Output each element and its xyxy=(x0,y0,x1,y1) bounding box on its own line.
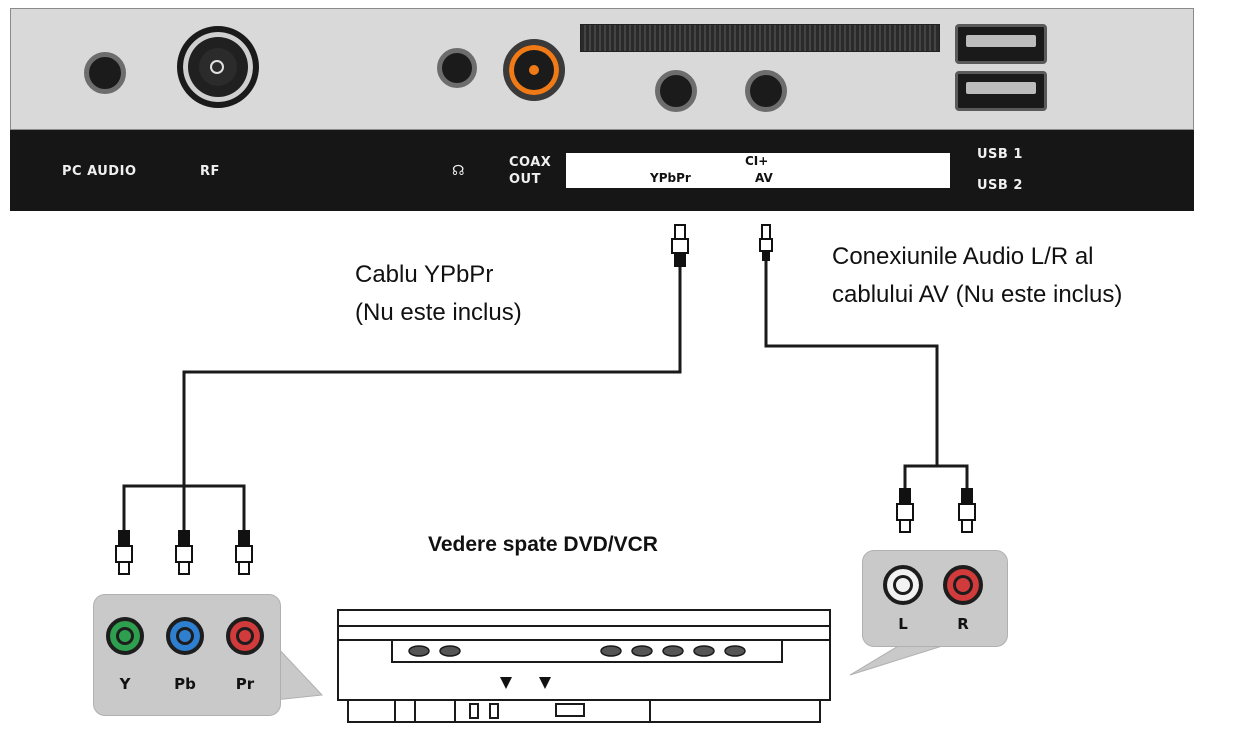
pr-jack xyxy=(226,617,264,655)
rf-pin xyxy=(210,60,224,74)
av-jack xyxy=(745,70,787,112)
r-jack-label: R xyxy=(957,615,969,633)
pb-jack xyxy=(166,617,204,655)
ypbpr-top-plug xyxy=(671,224,689,267)
ci-plus-slot xyxy=(580,24,940,52)
label-ypbpr: YPbPr xyxy=(650,171,691,185)
pb-jack-label: Pb xyxy=(174,675,196,693)
ypbpr-jack xyxy=(655,70,697,112)
usb1-port xyxy=(955,24,1047,64)
ci-label-box xyxy=(566,153,950,188)
pc-audio-jack xyxy=(84,52,126,94)
av-audio-cable xyxy=(764,255,939,466)
label-av: AV xyxy=(755,171,773,185)
audio-jacks-bubble xyxy=(862,550,1008,647)
label-usb1: USB 1 xyxy=(977,147,1023,162)
label-ci-plus: CI+ xyxy=(745,154,769,168)
ypbpr-cable xyxy=(182,265,682,486)
coax-out-pin xyxy=(523,59,545,81)
label-pc-audio: PC AUDIO xyxy=(62,164,137,179)
dvd-vcr-title: Vedere spate DVD/VCR xyxy=(428,533,658,556)
dvd-vcr-outline xyxy=(337,609,831,723)
y-jack xyxy=(106,617,144,655)
av-top-plug xyxy=(759,224,773,261)
dvd-buttons xyxy=(408,645,746,657)
headphone-icon: ☊ xyxy=(452,163,465,179)
y-jack-label: Y xyxy=(119,675,131,693)
l-jack-label: L xyxy=(898,615,908,633)
label-usb2: USB 2 xyxy=(977,178,1023,193)
l-plug xyxy=(896,488,914,533)
ypbpr-cable-caption: Cablu YPbPr (Nu este inclus) xyxy=(355,261,522,326)
r-plug xyxy=(958,488,976,533)
ypbpr-splitter xyxy=(122,484,246,532)
r-jack xyxy=(943,565,983,605)
headphone-jack xyxy=(437,48,477,88)
component-bubble-pointer xyxy=(274,643,324,701)
pb-plug xyxy=(175,530,193,575)
av-audio-caption: Conexiunile Audio L/R al cablului AV (Nu… xyxy=(832,243,1123,308)
y-plug xyxy=(115,530,133,575)
usb2-port xyxy=(955,71,1047,111)
label-rf: RF xyxy=(200,164,220,179)
l-jack xyxy=(883,565,923,605)
pr-plug xyxy=(235,530,253,575)
label-coax-out: COAX OUT xyxy=(509,155,552,187)
pr-jack-label: Pr xyxy=(235,675,255,693)
dvd-arrows xyxy=(500,677,551,689)
component-jacks-bubble xyxy=(93,594,281,716)
av-audio-splitter xyxy=(903,464,969,490)
